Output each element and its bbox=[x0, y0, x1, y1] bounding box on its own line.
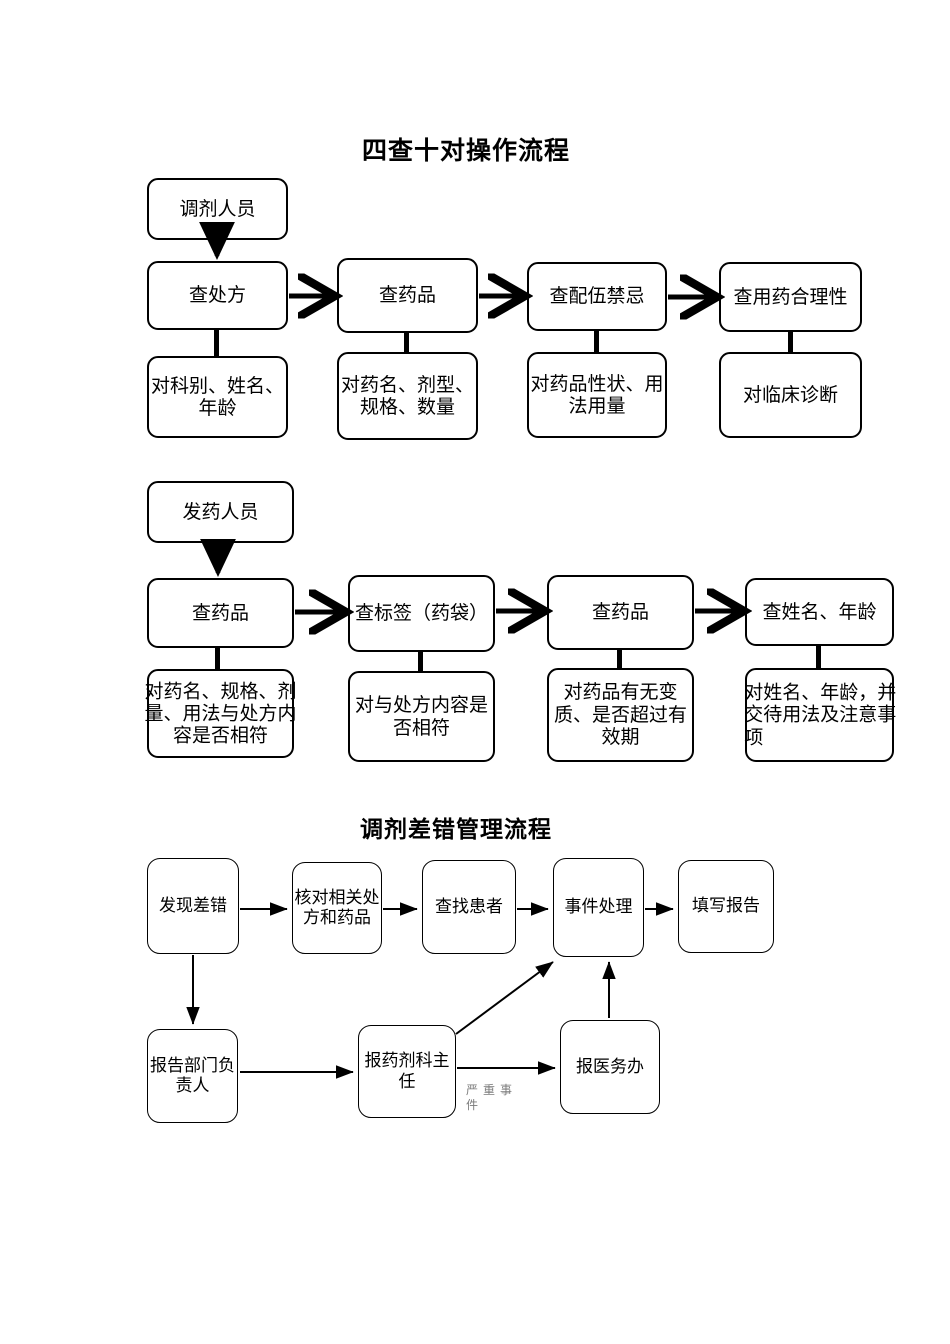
node-err-report-department-head: 报告部门负责人 bbox=[147, 1029, 238, 1123]
connector-check-to-detail-2 bbox=[404, 333, 409, 352]
connector-check-to-detail-4 bbox=[788, 332, 793, 352]
connector2-check-to-detail-1 bbox=[215, 648, 220, 669]
node-check2-medicine-again: 查药品 bbox=[547, 575, 694, 650]
page-title-four-checks: 四查十对操作流程 bbox=[362, 136, 571, 165]
node-detail2-deterioration-expiry: 对药品有无变质、是否超过有效期 bbox=[547, 668, 694, 762]
node-detail-clinical-diagnosis: 对临床诊断 bbox=[719, 352, 862, 438]
node-detail2-name-age-instructions: 对姓名、年龄，并交待用法及注意事项 bbox=[744, 668, 896, 762]
edge-label-severe-incident: 严重事件 bbox=[466, 1083, 518, 1112]
page-title-error-management: 调剂差错管理流程 bbox=[360, 816, 552, 843]
node-detail-drug-property-dosage: 对药品性状、用法用量 bbox=[527, 352, 667, 438]
node-check2-label-bag: 查标签（药袋） bbox=[348, 575, 495, 652]
node-check-incompatibility: 查配伍禁忌 bbox=[527, 262, 667, 331]
node-detail2-match-prescription: 对与处方内容是否相符 bbox=[348, 671, 495, 762]
connector2-check-to-detail-3 bbox=[617, 650, 622, 668]
connector2-check-to-detail-2 bbox=[418, 652, 423, 671]
node-err-verify-prescription-drug: 核对相关处方和药品 bbox=[292, 862, 382, 954]
arrow-director-to-incident-handling bbox=[455, 961, 554, 1035]
node-check2-name-age: 查姓名、年龄 bbox=[745, 578, 894, 646]
node-err-report-medical-affairs: 报医务办 bbox=[560, 1020, 660, 1114]
node-err-report-pharmacy-director: 报药剂科主任 bbox=[358, 1025, 456, 1118]
node-detail-drug-name-form-spec-qty: 对药名、剂型、规格、数量 bbox=[337, 352, 478, 440]
node-err-discover-error: 发现差错 bbox=[147, 858, 239, 954]
node-actor-dispensing-staff: 调剂人员 bbox=[147, 178, 288, 240]
connector2-check-to-detail-4 bbox=[816, 646, 821, 668]
node-detail-department-name-age: 对科别、姓名、年龄 bbox=[147, 356, 288, 438]
node-check-rational-use: 查用药合理性 bbox=[719, 262, 862, 332]
node-err-incident-handling: 事件处理 bbox=[553, 858, 644, 957]
node-err-find-patient: 查找患者 bbox=[422, 860, 516, 954]
connector-check-to-detail-1 bbox=[214, 330, 219, 356]
node-detail2-name-spec-dose-usage: 对药名、规格、剂量、用法与处方内容是否相符 bbox=[144, 669, 297, 758]
node-check-prescription: 查处方 bbox=[147, 261, 288, 330]
node-err-fill-report: 填写报告 bbox=[678, 860, 774, 953]
connector-check-to-detail-3 bbox=[594, 331, 599, 352]
node-actor-dispensing-pharmacist: 发药人员 bbox=[147, 481, 294, 543]
node-check2-medicine: 查药品 bbox=[147, 578, 294, 648]
node-check-medicine: 查药品 bbox=[337, 258, 478, 333]
